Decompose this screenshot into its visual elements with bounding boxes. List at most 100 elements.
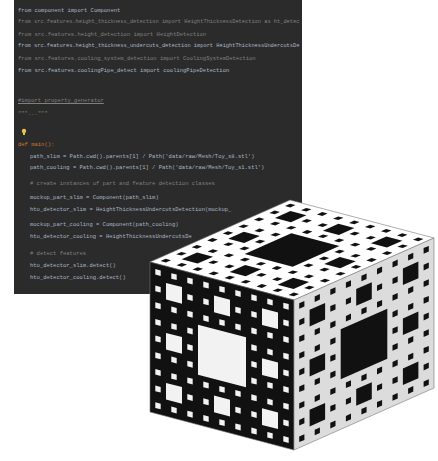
right-face [294, 238, 434, 450]
left-face-hole [262, 308, 278, 329]
right-face-hole [330, 287, 335, 295]
code-line: path_cooling = Path.cwd().parents[1] / P… [30, 164, 264, 171]
top-face-hole [254, 229, 264, 233]
top-face-hole [333, 216, 344, 220]
right-face-hole [356, 282, 372, 306]
right-face-hole [424, 279, 429, 287]
top-face-hole [182, 252, 214, 263]
right-face-hole [330, 371, 335, 379]
top-face-hole [382, 251, 393, 255]
code-line: from src.features.coolingPipe_detect imp… [18, 67, 229, 74]
left-face-hole [166, 333, 182, 354]
right-face-hole [377, 267, 382, 275]
left-face-hole [155, 352, 160, 359]
right-face-hole [408, 336, 413, 344]
top-face-hole [176, 252, 187, 256]
code-line: path_slim = Path.cwd().parents[1] / Path… [30, 153, 254, 160]
right-face-hole [330, 387, 335, 395]
left-face-hole [267, 299, 272, 306]
left-face-hole [283, 419, 288, 426]
right-face-hole [361, 273, 366, 281]
left-face-hole [251, 361, 256, 368]
left-face-hole [203, 398, 208, 405]
right-face-hole [408, 253, 413, 261]
right-face-hole [377, 383, 382, 391]
right-face-hole [346, 414, 351, 422]
right-face-hole [299, 368, 304, 376]
code-line: mockup_part_slim = Component(path_slim) [30, 194, 159, 201]
left-face-hole [171, 273, 176, 280]
right-face-hole [310, 353, 326, 377]
top-face-hole [350, 243, 361, 247]
left-face-hole [283, 353, 288, 360]
code-line: from src.features.height_detection impor… [18, 31, 206, 38]
code-line: #import property_generator [18, 97, 104, 104]
right-face-hole [299, 351, 304, 359]
left-face-hole [283, 369, 288, 376]
top-face-hole [304, 275, 315, 279]
right-face-hole [330, 404, 335, 412]
top-face-hole [323, 224, 355, 235]
left-face-hole [214, 396, 230, 417]
right-face-hole [408, 286, 413, 294]
left-face-hole [251, 294, 256, 301]
right-face-hole [315, 327, 320, 335]
top-face-hole [366, 247, 377, 251]
top-face-hole [335, 272, 346, 276]
right-face-hole [361, 407, 366, 415]
left-face-hole [267, 382, 272, 389]
left-face-hole [251, 411, 256, 418]
left-face-hole [166, 283, 182, 304]
right-face-hole [393, 393, 398, 401]
left-face-hole [187, 411, 192, 418]
top-face-hole [334, 239, 345, 243]
right-face-hole [356, 382, 372, 406]
top-face-hole [177, 263, 188, 267]
top-face-hole [371, 236, 403, 247]
right-face-hole [299, 401, 304, 409]
top-face-hole [304, 286, 315, 290]
right-face-hole [315, 294, 320, 302]
left-face-hole [187, 361, 192, 368]
right-face-hole [346, 280, 351, 288]
left-face-hole [219, 386, 224, 393]
top-face-hole [224, 254, 235, 258]
top-face-hole [209, 272, 220, 276]
left-face-hole [187, 327, 192, 334]
top-face-hole [230, 265, 262, 276]
top-face-hole [223, 231, 234, 235]
top-face-hole [317, 223, 328, 227]
left-face-hole [251, 311, 256, 318]
left-face-hole [187, 311, 192, 318]
left-face [150, 262, 294, 450]
left-face-hole [235, 290, 240, 297]
top-face-hole [228, 232, 260, 243]
top-face-hole [207, 238, 218, 242]
left-face-hole [219, 286, 224, 293]
right-face-hole [315, 344, 320, 352]
left-face-hole [171, 307, 176, 314]
top-face-hole [257, 284, 268, 288]
top-face-hole [301, 219, 312, 223]
left-face-hole [235, 323, 240, 330]
right-face-hole [299, 418, 304, 426]
left-face-hole [283, 403, 288, 410]
left-face-hole [187, 294, 192, 301]
code-line: from src.features.cooling_system_detecti… [18, 55, 256, 62]
left-face-hole [267, 432, 272, 439]
left-face-hole [251, 428, 256, 435]
top-face-hole [223, 242, 234, 246]
left-face-hole [187, 344, 192, 351]
left-face-hole [187, 277, 192, 284]
left-face-hole [155, 286, 160, 293]
right-face-hole [377, 400, 382, 408]
top-face-hole [289, 293, 300, 297]
top-face-hole [241, 280, 252, 284]
left-face-hole [235, 390, 240, 397]
right-face-hole [424, 363, 429, 371]
left-face-hole [251, 394, 256, 401]
right-face-hole [403, 262, 419, 286]
right-face-hole [424, 263, 429, 271]
right-face-hole [424, 246, 429, 254]
code-line: from src.features.height_thickness_detec… [18, 19, 299, 26]
